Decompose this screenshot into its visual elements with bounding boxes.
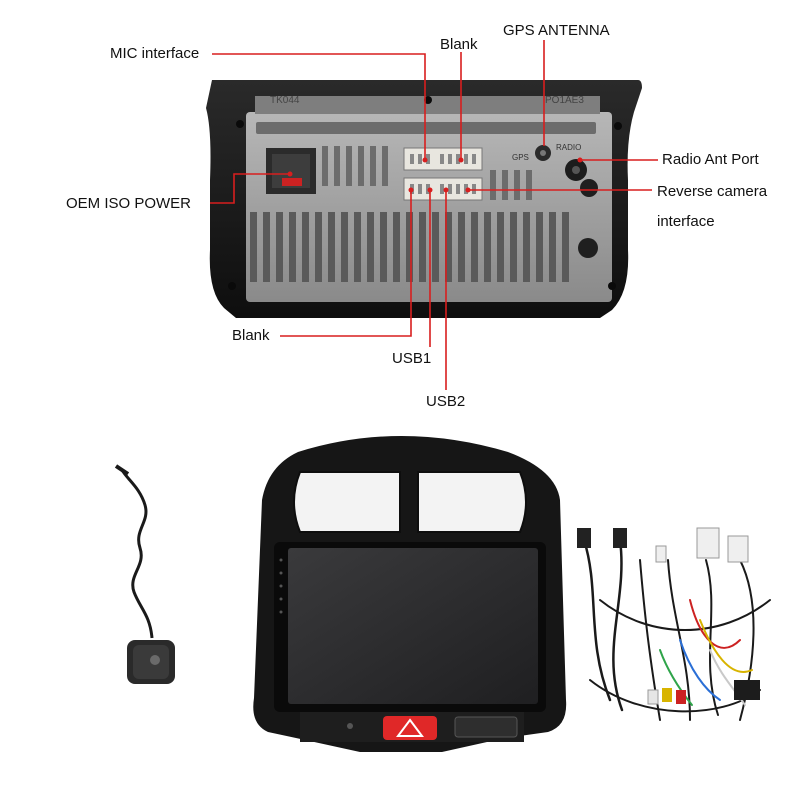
aux-port bbox=[578, 238, 598, 258]
label-blank-bottom: Blank bbox=[232, 327, 270, 344]
model-marking: TK044 bbox=[270, 95, 300, 106]
iso-power-clip bbox=[282, 178, 302, 186]
gps-port-marking: GPS bbox=[512, 153, 529, 162]
label-mic-interface: MIC interface bbox=[110, 45, 200, 62]
rear-unit bbox=[206, 80, 642, 318]
label-usb2: USB2 bbox=[426, 393, 466, 410]
pointer-blank-bottom bbox=[280, 190, 412, 337]
label-reverse-camera: Reverse camera bbox=[657, 183, 768, 200]
upper-grille bbox=[256, 122, 596, 200]
label-oem-iso-power: OEM ISO POWER bbox=[66, 195, 192, 212]
vent-slots bbox=[250, 212, 569, 282]
touch-screen bbox=[288, 548, 538, 704]
vent-right bbox=[417, 471, 527, 533]
pointer-mic bbox=[212, 53, 426, 160]
hazard-triangle-icon bbox=[396, 718, 424, 737]
label-reverse-interface: interface bbox=[657, 213, 715, 230]
hazard-button bbox=[383, 716, 437, 740]
label-usb1: USB1 bbox=[392, 350, 432, 367]
side-keys bbox=[279, 558, 283, 614]
label-gps-antenna: GPS ANTENNA bbox=[503, 22, 610, 39]
wiring-harness-icon bbox=[582, 538, 771, 721]
radio-port-marking: RADIO bbox=[556, 143, 581, 152]
pointer-lines bbox=[210, 40, 658, 390]
gps-antenna-icon bbox=[114, 464, 175, 684]
front-unit bbox=[253, 436, 567, 752]
vent-left bbox=[293, 471, 401, 533]
serial-marking: PO1AE3 bbox=[545, 95, 584, 106]
harness-connectors bbox=[577, 527, 760, 705]
pointer-oem bbox=[210, 173, 290, 204]
label-radio-ant-port: Radio Ant Port bbox=[662, 151, 759, 168]
top-bracket bbox=[255, 96, 600, 114]
rear-chassis bbox=[246, 112, 612, 302]
label-blank-top: Blank bbox=[440, 36, 478, 53]
